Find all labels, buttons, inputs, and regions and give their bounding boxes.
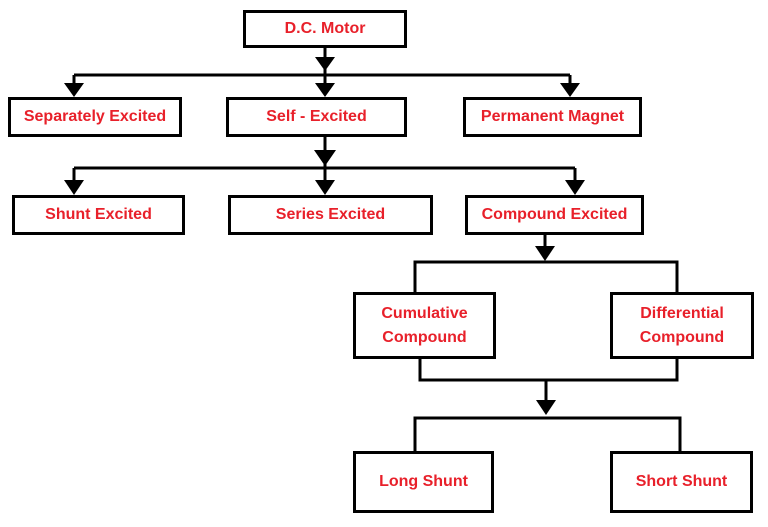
connector-level4-bus (413, 416, 682, 451)
arrowhead-self-excited-out (314, 150, 336, 166)
arrowhead-shunt-excited (64, 180, 84, 195)
connector-merge-bus (418, 358, 679, 382)
node-series-excited: Series Excited (228, 195, 433, 235)
node-short-shunt: Short Shunt (610, 451, 753, 513)
connector-paths (72, 47, 682, 451)
node-dc-motor: D.C. Motor (243, 10, 407, 48)
arrowhead-permanent-magnet (560, 83, 580, 97)
node-cumulative-compound: Cumulative Compound (353, 292, 496, 359)
node-self-excited: Self - Excited (226, 97, 407, 137)
node-differential-compound: Differential Compound (610, 292, 754, 359)
node-compound-excited: Compound Excited (465, 195, 644, 235)
arrowheads (64, 57, 585, 415)
arrowhead-shunt-split (536, 400, 556, 415)
arrowhead-compound-split (535, 246, 555, 261)
node-long-shunt: Long Shunt (353, 451, 494, 513)
node-permanent-magnet: Permanent Magnet (463, 97, 642, 137)
node-shunt-excited: Shunt Excited (12, 195, 185, 235)
arrowhead-dc-motor (315, 57, 335, 71)
node-separately-excited: Separately Excited (8, 97, 182, 137)
arrowhead-compound-excited (565, 180, 585, 195)
arrowhead-self-excited (315, 83, 335, 97)
arrowhead-separately-excited (64, 83, 84, 97)
connector-level3-bus (413, 260, 679, 294)
arrowhead-series-excited (315, 180, 335, 195)
